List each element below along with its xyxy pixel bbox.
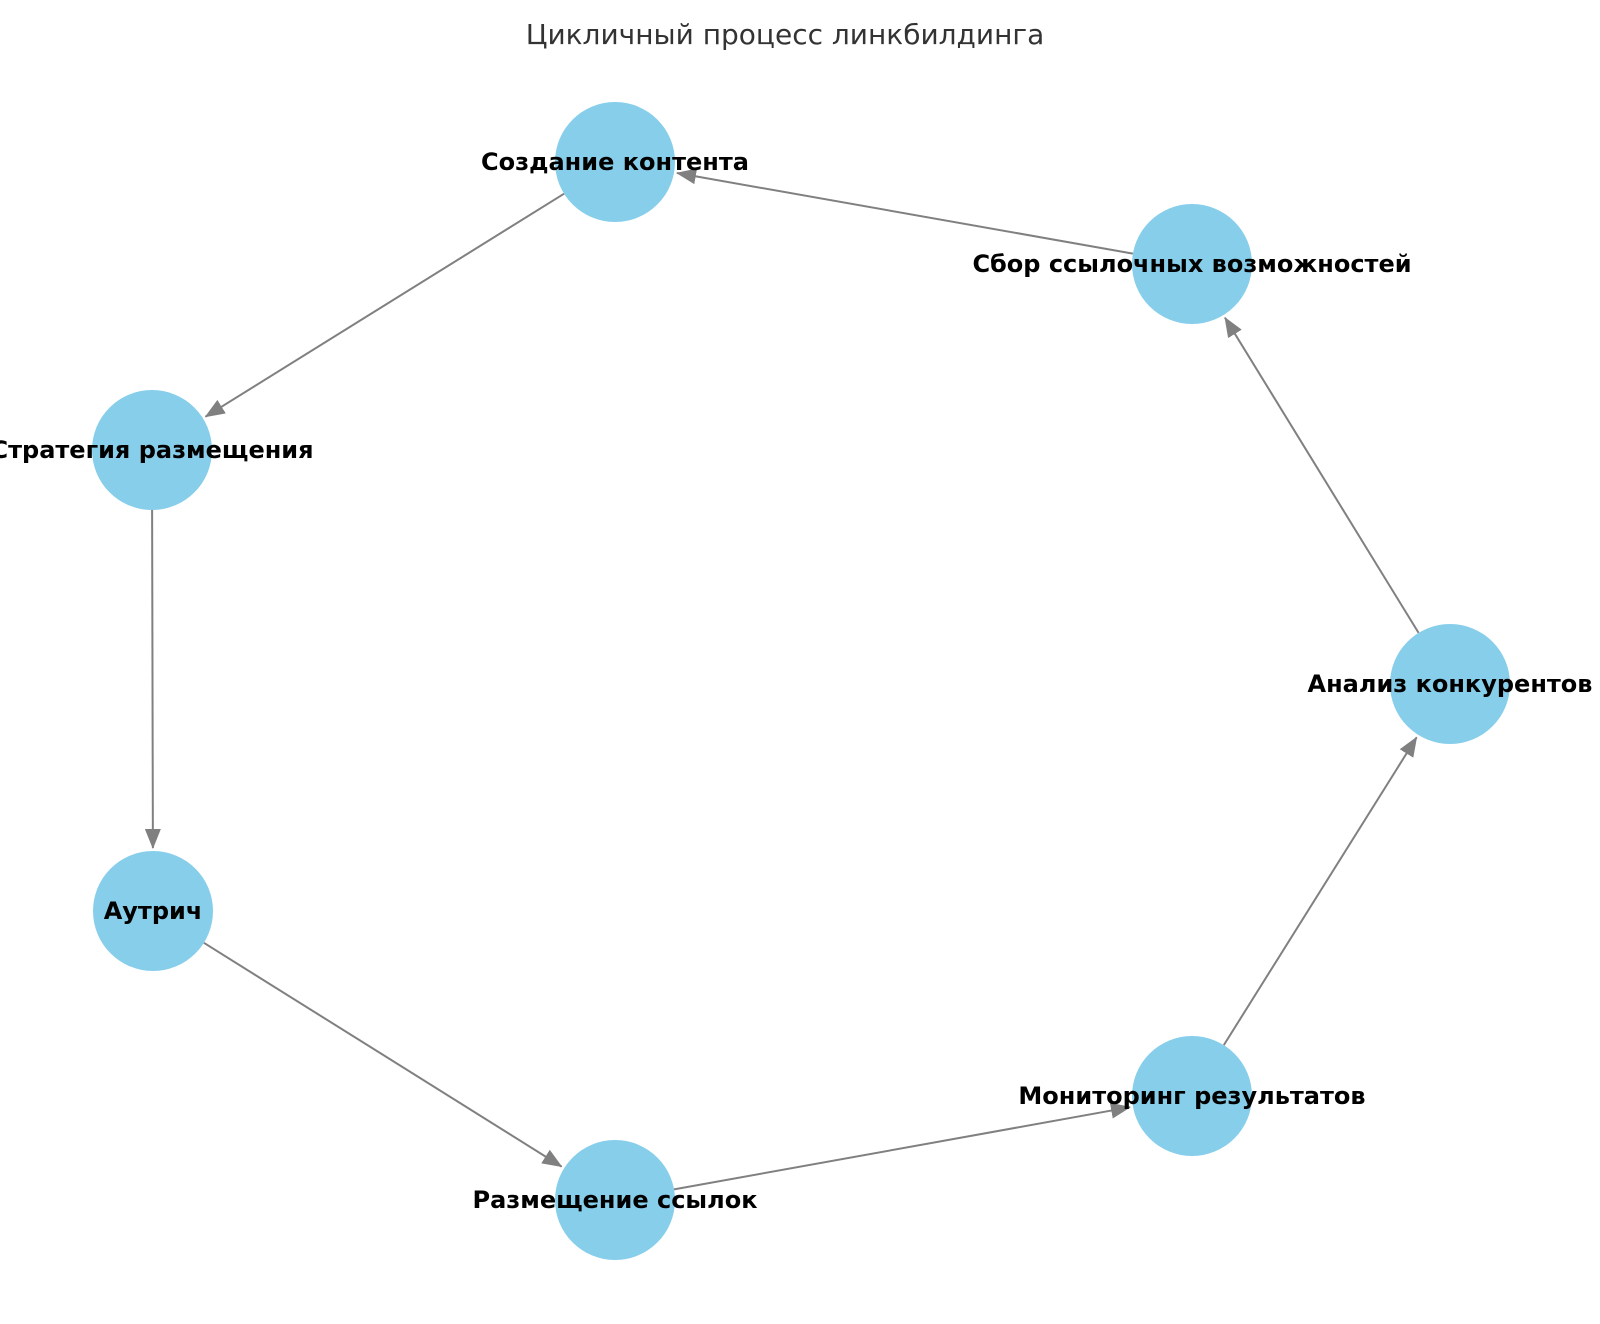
edge-content-to-strategy (204, 192, 565, 418)
node-opportunities (1132, 204, 1252, 324)
node-label-opportunities: Сбор ссылочных возможностей (972, 250, 1411, 278)
edge-monitoring-to-competitors (1222, 736, 1418, 1046)
edge-competitors-to-opportunities (1224, 316, 1420, 634)
node-content (555, 102, 675, 222)
node-placement (555, 1140, 675, 1260)
node-label-competitors: Анализ конкурентов (1308, 670, 1593, 698)
diagram-title: Цикличный процесс линкбилдинга (526, 18, 1045, 51)
node-monitoring (1132, 1036, 1252, 1156)
node-label-placement: Размещение ссылок (473, 1186, 758, 1214)
edges-layer (144, 168, 1420, 1191)
edge-opportunities-to-content (676, 168, 1134, 255)
node-label-strategy: Стратегия размещения (0, 436, 314, 464)
node-competitors (1390, 624, 1510, 744)
node-label-outreach: Аутрич (104, 897, 203, 925)
edge-outreach-to-placement (203, 941, 563, 1168)
nodes-layer (92, 102, 1510, 1260)
edge-placement-to-monitoring (673, 1102, 1131, 1191)
node-outreach (93, 851, 213, 971)
node-label-monitoring: Мониторинг результатов (1018, 1082, 1365, 1110)
node-label-content: Создание контента (481, 148, 749, 176)
edge-strategy-to-outreach (144, 509, 161, 849)
node-strategy (92, 390, 212, 510)
